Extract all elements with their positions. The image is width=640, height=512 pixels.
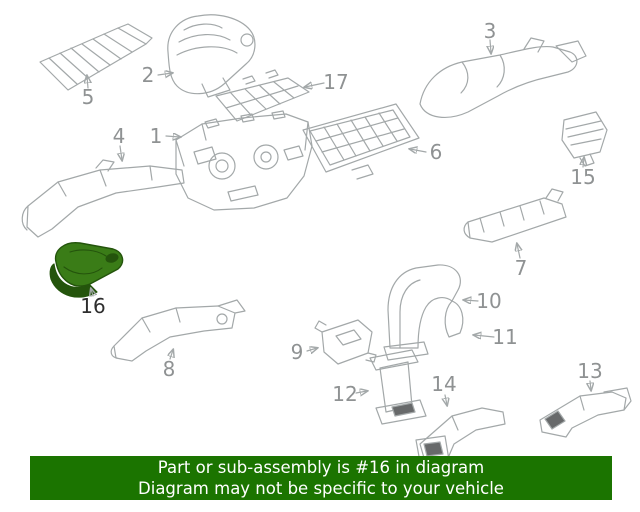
part-8-drawing	[110, 299, 246, 362]
leader-lines	[87, 39, 591, 405]
callout-5: 5	[81, 85, 95, 109]
callout-2: 2	[141, 63, 155, 87]
callout-3: 3	[483, 19, 497, 43]
callout-14: 14	[431, 372, 457, 396]
part-14-drawing	[415, 407, 506, 463]
part-6-drawing	[302, 103, 420, 180]
part-10-drawing	[383, 264, 461, 361]
part-17-drawing	[215, 69, 310, 122]
callout-12: 12	[332, 382, 358, 406]
callout-6: 6	[429, 140, 443, 164]
part-16-highlighted-drawing	[49, 242, 124, 298]
callout-11: 11	[492, 325, 518, 349]
part-12-drawing	[369, 349, 427, 425]
callout-1: 1	[149, 124, 163, 148]
callout-8: 8	[162, 357, 176, 381]
callout-15: 15	[570, 165, 596, 189]
part-1-drawing	[175, 110, 313, 211]
part-2-drawing	[167, 14, 256, 98]
callout-10: 10	[476, 289, 502, 313]
part-9-drawing	[314, 319, 377, 365]
diagram-note-banner: Part or sub-assembly is #16 in diagram D…	[30, 456, 612, 500]
callout-9: 9	[290, 340, 304, 364]
part-3-drawing	[419, 37, 587, 118]
callout-17: 17	[323, 70, 349, 94]
part-13-drawing	[539, 387, 632, 438]
part-4-drawing	[21, 159, 185, 238]
callout-7: 7	[514, 256, 528, 280]
part-11-drawing	[444, 300, 464, 338]
part-7-drawing	[463, 188, 567, 243]
banner-line-2: Diagram may not be specific to your vehi…	[138, 479, 504, 498]
part-5-drawing	[39, 23, 153, 91]
callout-13: 13	[577, 359, 603, 383]
banner-line-1: Part or sub-assembly is #16 in diagram	[157, 458, 485, 477]
callout-4: 4	[112, 124, 126, 148]
callout-16-highlighted: 16	[80, 294, 106, 318]
